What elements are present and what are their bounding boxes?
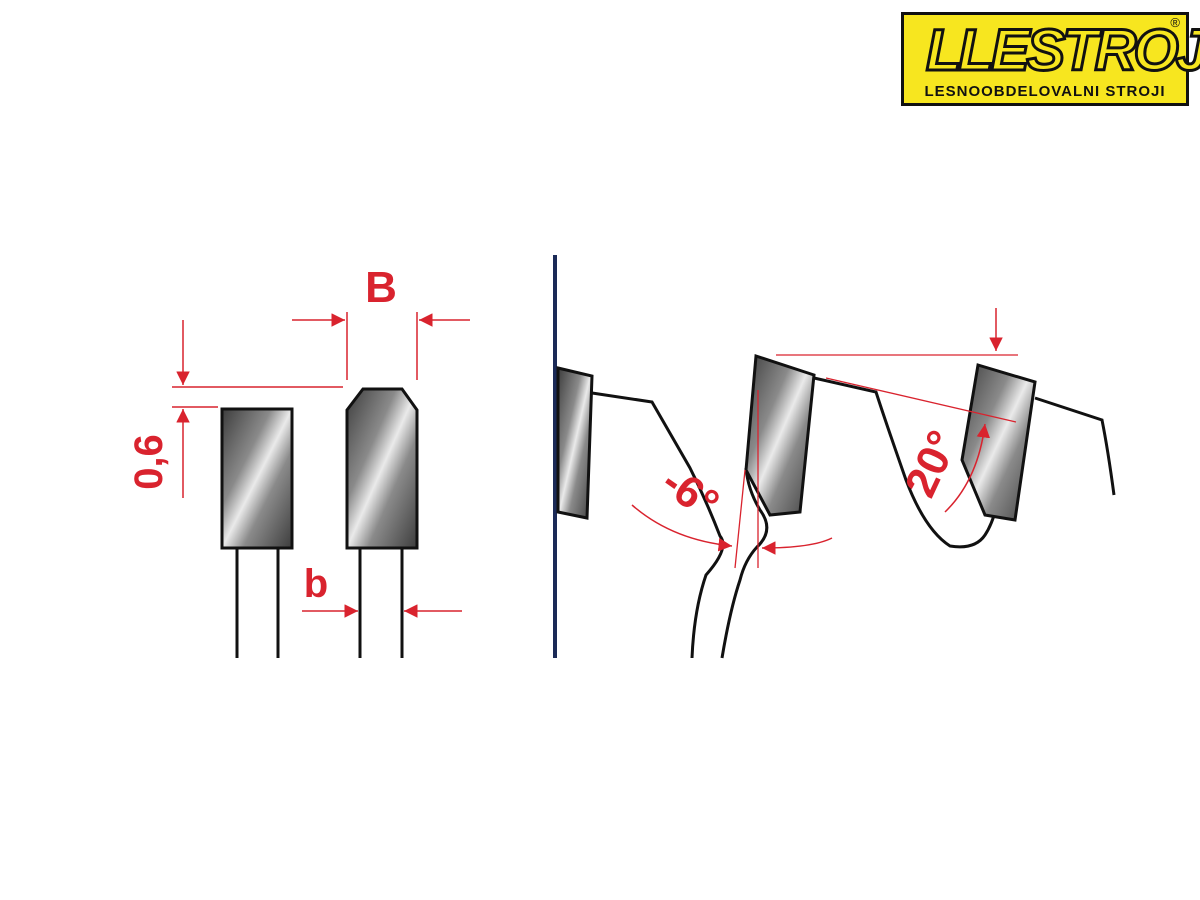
label-clearance-angle: 20°	[896, 423, 969, 504]
logo-tagline: LESNOOBDELOVALNI STROJI	[924, 83, 1166, 100]
company-logo: LLESTROJ ® LESNOOBDELOVALNI STROJI	[901, 12, 1200, 106]
label-B: B	[365, 263, 397, 312]
carbide-tooth-tip	[556, 366, 594, 520]
angle-arc-clearance	[944, 423, 991, 513]
chamfered-tooth-tip	[345, 387, 419, 550]
carbide-tooth-tip	[744, 353, 816, 517]
angle-reference-line	[734, 469, 746, 569]
label-overhang: 0,6	[127, 434, 171, 490]
carbide-tooth-tip	[960, 363, 1037, 522]
angle-arc-hook	[761, 537, 833, 555]
flat-tooth-tip	[220, 407, 294, 550]
blade-profile-outline	[720, 467, 769, 659]
blade-profile-outline	[591, 391, 725, 659]
blade-profile-outline	[1034, 396, 1116, 496]
tooth-profile-detail: -6° 20°	[556, 308, 1116, 659]
angle-reference-line	[825, 377, 1017, 423]
label-b: b	[304, 562, 328, 606]
angle-arc-hook	[631, 504, 733, 552]
label-hook-angle: -6°	[653, 457, 728, 530]
logo-wordmark: LLESTROJ	[925, 17, 1200, 85]
registered-mark: ®	[1170, 15, 1180, 30]
tooth-width-detail: B b 0,6	[127, 263, 470, 658]
blade-profile-outline	[813, 376, 1002, 549]
